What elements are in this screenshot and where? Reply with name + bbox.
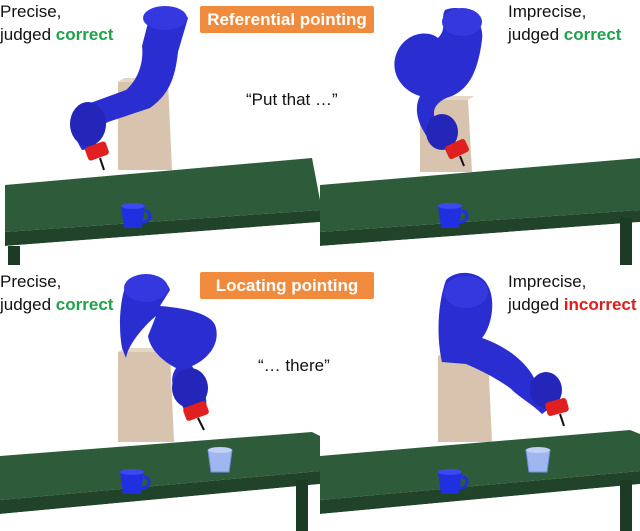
table-edge bbox=[320, 210, 640, 246]
caption-precision: Imprecise, bbox=[508, 272, 587, 291]
scene-panel-bottom-right: Imprecise, judged incorrect bbox=[320, 266, 640, 531]
table-leg bbox=[296, 480, 308, 531]
caption-judged: judged bbox=[508, 295, 560, 314]
pedestal bbox=[438, 356, 492, 442]
cup-solid bbox=[120, 472, 144, 494]
cup-handle bbox=[459, 475, 469, 490]
cup-handle bbox=[459, 209, 469, 224]
table-leg bbox=[620, 480, 632, 531]
cup-solid bbox=[438, 206, 462, 228]
caption-verdict: incorrect bbox=[563, 295, 637, 314]
panel-caption: Imprecise, judged incorrect bbox=[508, 270, 637, 316]
cup-rim bbox=[438, 203, 462, 209]
gripper bbox=[545, 398, 569, 416]
robot-shoulder bbox=[124, 274, 168, 302]
table-top bbox=[5, 158, 320, 232]
caption-precision: Precise, bbox=[0, 2, 62, 21]
cup-rim bbox=[120, 469, 144, 475]
caption-precision: Imprecise, bbox=[508, 2, 587, 21]
caption-judged: judged bbox=[0, 295, 52, 314]
caption-precision: Precise, bbox=[0, 272, 62, 291]
cup-ghost-rim bbox=[526, 447, 550, 453]
table-top bbox=[0, 432, 320, 500]
scene-render bbox=[320, 272, 640, 531]
table-edge bbox=[0, 471, 320, 514]
table-leg bbox=[8, 246, 20, 265]
robot-wrist bbox=[70, 102, 106, 146]
table-top bbox=[320, 430, 640, 500]
gripper-finger bbox=[459, 155, 465, 167]
robot-wrist bbox=[530, 372, 562, 408]
table-top bbox=[320, 158, 640, 232]
cup-rim bbox=[438, 469, 462, 475]
scene-panel-top-left: Precise, judged correct bbox=[0, 0, 320, 265]
gripper-finger bbox=[197, 417, 205, 431]
cup-ghost bbox=[525, 449, 551, 473]
cup-solid bbox=[121, 206, 145, 228]
robot-shoulder bbox=[442, 8, 482, 36]
cup-handle bbox=[141, 475, 151, 490]
caption-verdict: correct bbox=[55, 25, 114, 44]
robot-wrist bbox=[426, 114, 458, 150]
robot-arm bbox=[438, 272, 558, 414]
scene-render bbox=[320, 8, 640, 265]
gripper bbox=[85, 141, 109, 161]
quote-put-that: “Put that …” bbox=[246, 90, 338, 109]
scene-panel-top-right: Imprecise, judged correct bbox=[320, 0, 640, 265]
caption-verdict: correct bbox=[563, 25, 622, 44]
table-edge bbox=[5, 210, 320, 246]
pedestal bbox=[118, 352, 174, 442]
scene-render bbox=[5, 6, 320, 265]
quote-there: “… there” bbox=[258, 356, 330, 375]
caption-verdict: correct bbox=[55, 295, 114, 314]
scene-panel-bottom-left: Precise, judged correct bbox=[0, 266, 320, 531]
scene-render bbox=[0, 274, 320, 531]
cup-ghost bbox=[207, 449, 233, 473]
table-below bbox=[0, 484, 320, 531]
robot-arm bbox=[394, 8, 483, 148]
panel-caption: Precise, judged correct bbox=[0, 270, 113, 316]
gripper bbox=[445, 138, 469, 160]
table-leg bbox=[620, 218, 632, 265]
gripper-finger bbox=[99, 157, 105, 171]
table-below bbox=[5, 222, 320, 265]
table-below bbox=[320, 484, 640, 531]
cup-handle bbox=[142, 209, 152, 224]
table-below bbox=[320, 222, 640, 265]
robot-shoulder bbox=[444, 276, 488, 308]
banner-referential-pointing: Referential pointing bbox=[200, 6, 374, 33]
gripper-finger bbox=[559, 413, 565, 427]
panel-caption: Imprecise, judged correct bbox=[508, 0, 621, 46]
gripper bbox=[183, 401, 209, 421]
caption-judged: judged bbox=[508, 25, 560, 44]
cup-ghost-rim bbox=[208, 447, 232, 453]
panel-caption: Precise, judged correct bbox=[0, 0, 113, 46]
robot-wrist bbox=[172, 368, 208, 408]
cup-solid bbox=[438, 472, 462, 494]
robot-shoulder bbox=[143, 6, 187, 30]
caption-judged: judged bbox=[0, 25, 52, 44]
table-edge bbox=[320, 471, 640, 514]
cup-rim bbox=[121, 203, 145, 209]
banner-locating-pointing: Locating pointing bbox=[200, 272, 374, 299]
